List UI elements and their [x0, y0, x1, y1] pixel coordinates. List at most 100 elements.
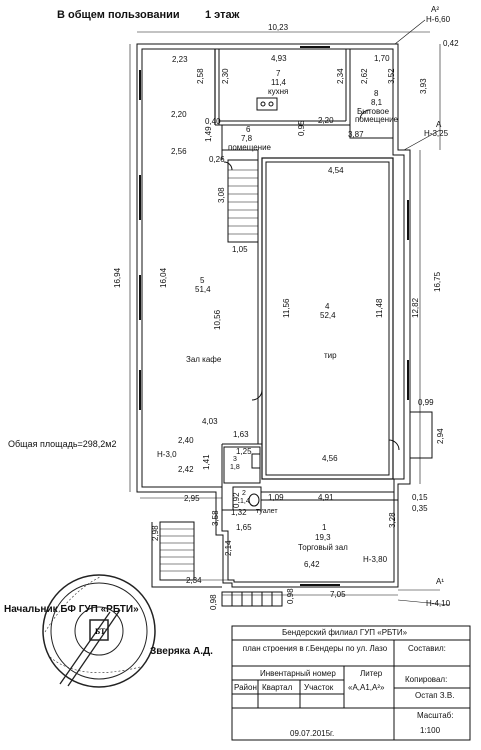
dim-label: 1,70 [374, 54, 390, 63]
axis-mark-a1: A¹ [436, 577, 444, 586]
room-4-area: 52,4 [320, 311, 336, 320]
level-mark-bottom: Н-4,10 [426, 599, 451, 608]
dim-label: 2,62 [360, 68, 369, 84]
room-6-area: 7,8 [241, 134, 253, 143]
dim-label: 2,98 [151, 525, 160, 541]
dim-label: 2,58 [196, 68, 205, 84]
dim-label: 16,75 [433, 271, 442, 292]
room-8-number: 8 [374, 89, 379, 98]
signature-title: Начальник БФ ГУП «РБТИ» [4, 604, 139, 615]
room-7-name: кухня [268, 87, 289, 96]
svg-text:БТ: БТ [95, 627, 106, 636]
room-1-name: Торговый зал [298, 543, 348, 552]
dim-label: 3,52 [387, 68, 396, 84]
room-5-number: 5 [200, 276, 205, 285]
dim-label: 0,35 [412, 504, 428, 513]
dim-label: 1,65 [236, 523, 252, 532]
dim-label: 10,56 [213, 309, 222, 330]
room-6-name: помещение [228, 143, 272, 152]
level-mark-top: Н-6,60 [426, 15, 451, 24]
dim-label: 2,14 [224, 540, 233, 556]
dim-label: 4,56 [322, 454, 338, 463]
dim-label: 2,95 [184, 494, 200, 503]
dim-label: 2,42 [178, 465, 194, 474]
level-mark-mid: Н-3,25 [424, 129, 449, 138]
table-copied-label: Копировал: [405, 675, 448, 684]
dim-label: 0,99 [418, 398, 434, 407]
dim-label: 1,09 [268, 493, 284, 502]
dim-label: 4,91 [318, 493, 334, 502]
room-1-number: 1 [322, 523, 327, 532]
dim-label: 1,41 [202, 454, 211, 470]
dim-label: 1,49 [204, 126, 213, 142]
dim-label: 1,32 [231, 508, 247, 517]
room-5-name: Зал кафе [186, 355, 222, 364]
table-compiled-label: Составил: [408, 644, 446, 653]
dim-label: 1,63 [233, 430, 249, 439]
dim-label: 3,93 [419, 78, 428, 94]
total-area-label: Общая площадь=298,2м2 [8, 439, 117, 449]
dim-label: 4,03 [202, 417, 218, 426]
signature-name: Зверяка А.Д. [150, 646, 213, 657]
dim-label: 7,05 [330, 590, 346, 599]
table-liter-label: Литер [360, 669, 383, 678]
dim-label: 2,20 [171, 110, 187, 119]
outer-wall-inner [141, 48, 405, 583]
table-scale-value: 1:100 [420, 726, 441, 735]
dim-label: 2,23 [172, 55, 188, 64]
dim-label: 6,42 [304, 560, 320, 569]
table-organization: Бендерский филиал ГУП «РБТИ» [282, 628, 408, 637]
room-8-area: 8,1 [371, 98, 383, 107]
dim-label: 3,87 [348, 130, 364, 139]
room-4-name: тир [324, 351, 337, 360]
dim-label: 0,42 [443, 39, 459, 48]
dim-label: 11,48 [375, 298, 384, 318]
dim-label: 0,15 [412, 493, 428, 502]
dim-label: 3,28 [388, 512, 397, 528]
room-3-number: 3 [233, 456, 237, 463]
room-1-area: 19,3 [315, 533, 331, 542]
dim-label: 2,40 [178, 436, 194, 445]
table-inventory-label: Инвентарный номер [260, 669, 336, 678]
room-7-area: 11,4 [271, 78, 286, 87]
dim-label: 2,94 [436, 428, 445, 444]
dim-label: 0,26 [209, 155, 225, 164]
room-4-number: 4 [325, 302, 330, 311]
dim-label: 3,08 [217, 187, 226, 203]
dim-label: 3,58 [211, 510, 220, 526]
table-copier-name: Остап З.В. [415, 691, 455, 700]
dim-label: 10,23 [268, 23, 289, 32]
table-col-quarter: Квартал [262, 683, 293, 692]
axis-mark-a: A [436, 120, 442, 129]
table-plan-title: план строения в г.Бендеры по ул. Лазо [242, 644, 388, 653]
room-2-number: 2 [242, 490, 246, 497]
table-col-plot: Участок [304, 683, 334, 692]
dim-label: 0,98 [209, 594, 218, 610]
dim-label: 11,56 [282, 298, 291, 318]
round-seal-stamp: БТ [42, 574, 156, 688]
level-mark-left: Н-3,0 [157, 450, 177, 459]
room-2-name: туалет [256, 508, 278, 515]
room-6-number: 6 [246, 125, 251, 134]
dim-label: 12,82 [411, 297, 420, 318]
dim-label: 16,04 [159, 267, 168, 288]
floor-label: 1 этаж [205, 9, 240, 21]
room-2-area: 1,4 [240, 498, 250, 505]
dim-label: 1,25 [236, 447, 252, 456]
dim-label: 0,98 [286, 588, 295, 604]
table-scale-label: Масштаб: [417, 711, 454, 720]
dim-label: 4,54 [328, 166, 344, 175]
axis-mark-a2: A² [431, 5, 439, 14]
table-liter-value: «A,A1,A²» [348, 683, 385, 692]
table-col-district: Район [234, 683, 257, 692]
dim-label: 2,30 [221, 68, 230, 84]
dim-label: 1,05 [232, 245, 248, 254]
dim-label: 2,34 [186, 576, 202, 585]
room-5-area: 51,4 [195, 285, 211, 294]
room-3-area: 1,8 [230, 464, 240, 471]
dim-label: 0,40 [205, 117, 221, 126]
room-8-name: Бытовое помещение [355, 107, 399, 124]
dim-label: 4,93 [271, 54, 287, 63]
level-mark-shop: Н-3,80 [363, 555, 388, 564]
